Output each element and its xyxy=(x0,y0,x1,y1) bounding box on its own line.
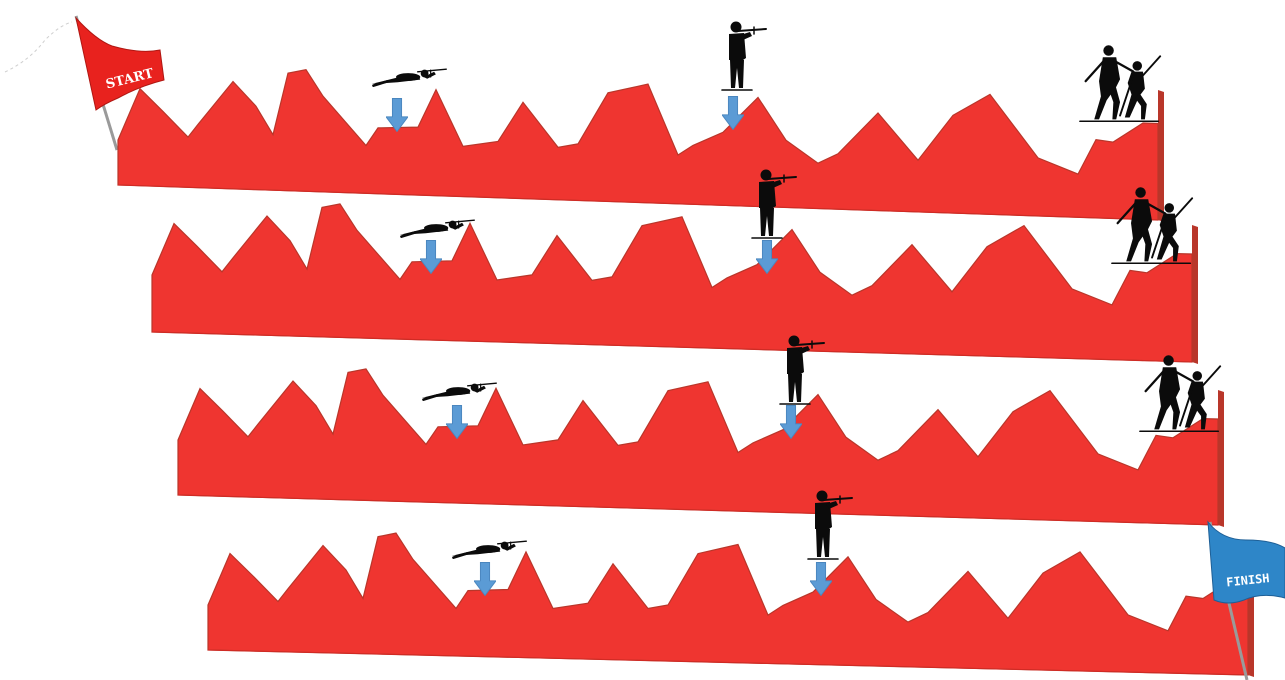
lap-3 xyxy=(177,334,1224,527)
finish-flag-label: FINISH xyxy=(1226,571,1271,589)
elevation-profile xyxy=(151,203,1193,363)
prone-shooter-icon xyxy=(370,67,448,88)
elevation-profile xyxy=(207,532,1249,676)
skiers-icon xyxy=(1078,44,1162,123)
track-bottom-edge xyxy=(207,649,1249,676)
track-bottom-edge xyxy=(177,494,1219,526)
track-edge xyxy=(1218,390,1224,527)
prone-shooter-icon xyxy=(420,381,498,402)
elevation-profile xyxy=(117,69,1159,221)
track-bottom-edge xyxy=(151,331,1193,363)
track-edge xyxy=(1192,225,1198,364)
lap-1 xyxy=(117,20,1164,222)
start-flag: START xyxy=(4,15,165,151)
prone-shooter-icon xyxy=(450,539,528,560)
course-laps xyxy=(117,20,1254,677)
finish-flag: FINISH xyxy=(1207,520,1285,680)
standing-shooter-icon xyxy=(720,20,768,92)
prone-shooter-icon xyxy=(398,218,476,239)
lap-2 xyxy=(151,168,1198,364)
track-edge xyxy=(1158,90,1164,222)
elevation-profile xyxy=(177,368,1219,526)
track-bottom-edge xyxy=(117,184,1159,221)
shooting-range-arrow-icon xyxy=(386,98,408,132)
